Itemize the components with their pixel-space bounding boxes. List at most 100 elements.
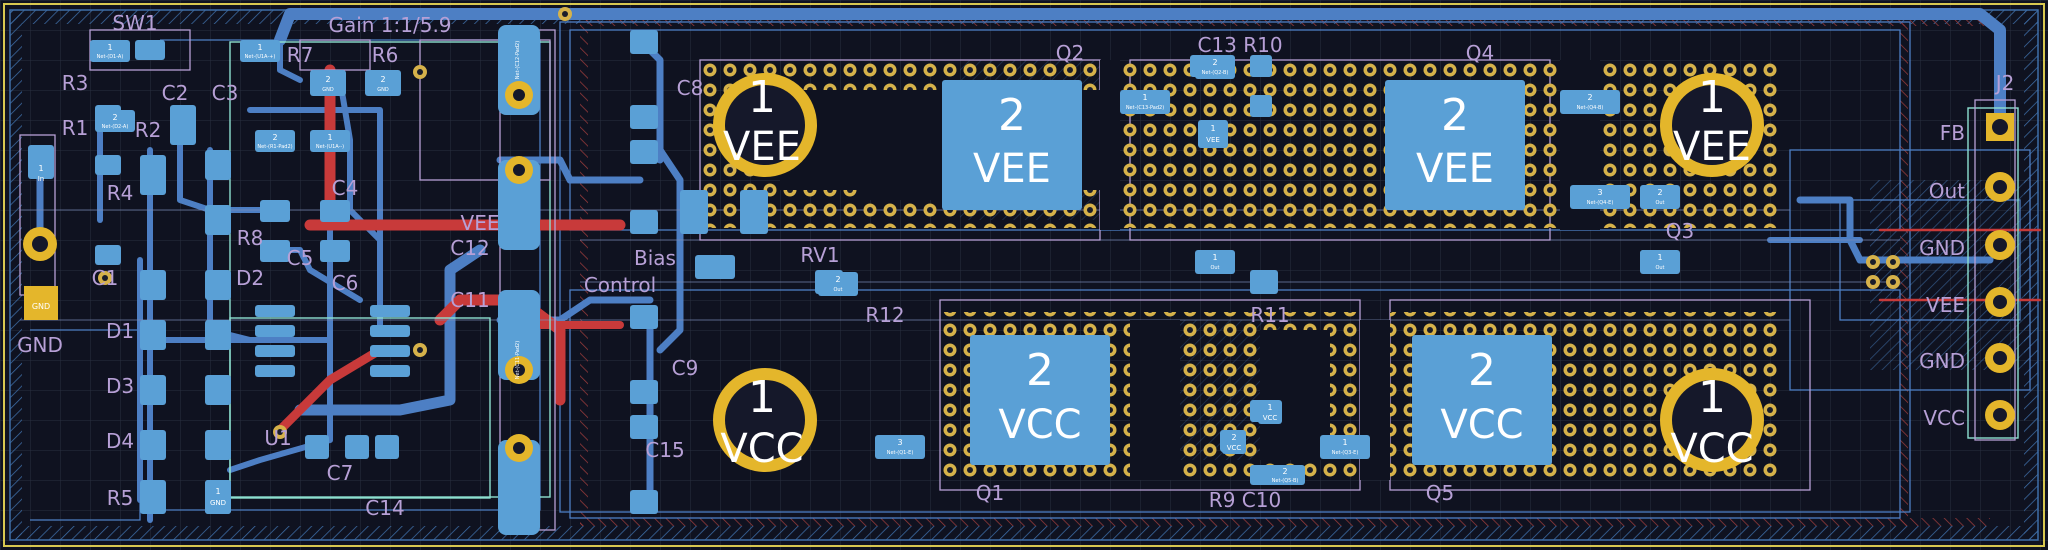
- pad-r6-gnd-net: GND: [377, 87, 389, 93]
- ref-c8: C8: [677, 76, 704, 100]
- pad-c13-vee-net: VEE: [1206, 136, 1220, 144]
- pad-q2-c-num: 2: [998, 90, 1026, 141]
- pad-d1-a-num: 1: [107, 43, 112, 52]
- pad-q3-e-num: 1: [1342, 438, 1347, 447]
- ref-d3: D3: [106, 374, 134, 398]
- j2-label-vcc: VCC: [1923, 406, 1965, 430]
- pad-r12-out-net: Out: [833, 287, 842, 293]
- pad-vee-q4-num: 1: [1698, 72, 1726, 123]
- pad-q1-e-num: 3: [897, 438, 902, 447]
- via-keepouts: [780, 60, 1600, 480]
- ref-d4: D4: [106, 429, 134, 453]
- ref-c15: C15: [645, 438, 684, 462]
- pad-r1-2-net: Net-(R1-Pad2): [257, 144, 292, 150]
- ref-d2: D2: [236, 266, 264, 290]
- pad-d1-a-net: Net-(D1-A): [97, 54, 124, 60]
- pad-q2-b-num: 2: [1212, 58, 1217, 67]
- tht-pads-column: [498, 25, 540, 535]
- zone-hatch-right: [2024, 10, 2038, 540]
- pad-q2-b-net: Net-(Q2-B): [1202, 70, 1229, 76]
- ref-r4: R4: [107, 181, 134, 205]
- ref-d1: D1: [106, 319, 134, 343]
- pad-r10-out-num: 1: [1212, 253, 1217, 262]
- pad-vee-q4-net: VEE: [1673, 124, 1751, 170]
- ref-q5: Q5: [1426, 481, 1454, 505]
- zone-hatch-red-left: [580, 18, 588, 526]
- pad-c10-vcc-net: VCC: [1263, 414, 1278, 422]
- j2-label-gnd1: GND: [1919, 236, 1965, 260]
- pad-vcc-q5-net: VCC: [1670, 426, 1753, 472]
- pad-q5-c-num: 2: [1468, 345, 1496, 396]
- zone-hatch-bottom: [10, 526, 2038, 540]
- pad-c11-net: Net-(C11-Pad2): [515, 341, 521, 379]
- ref-j2: J2: [1994, 71, 2015, 95]
- j2-label-fb: FB: [1940, 121, 1965, 145]
- pad-c13-vee-num: 1: [1210, 124, 1215, 133]
- pad-r5-gnd-net: GND: [210, 499, 226, 507]
- ref-r7: R7: [287, 43, 314, 67]
- pad-q1-e-net: Net-(Q1-E): [887, 450, 914, 456]
- big-pads: [942, 80, 1552, 465]
- stitching-vias: [98, 7, 1900, 439]
- pad-u1a-minus-net: Net-(U1A--): [316, 144, 344, 150]
- ref-q4: Q4: [1466, 41, 1494, 65]
- label-vee-trace: VEE: [461, 211, 500, 235]
- board-edge: [3, 3, 2045, 547]
- pad-vcc-q1-net: VCC: [720, 426, 803, 472]
- pad-r13-out-num: 2: [1657, 188, 1662, 197]
- ref-rv1: RV1: [800, 243, 839, 267]
- ref-r2: R2: [135, 118, 162, 142]
- j2-label-vee: VEE: [1926, 293, 1965, 317]
- connector-j2-labels: FB Out GND VEE GND VCC J2: [1919, 71, 2014, 430]
- ref-r1: R1: [62, 116, 89, 140]
- label-gain: Gain 1:1/5.9: [328, 13, 451, 37]
- pad-vcc-q1-num: 1: [748, 372, 776, 423]
- ref-r11: R11: [1250, 303, 1289, 327]
- ref-c6: C6: [332, 271, 359, 295]
- pad-q5-c-net: VCC: [1440, 402, 1523, 448]
- pad-q4-e-net: Net-(Q4-E): [1587, 200, 1614, 206]
- pad-q1-c-num: 2: [1026, 345, 1054, 396]
- ref-c13-r10: C13 R10: [1197, 33, 1282, 57]
- j2-label-out: Out: [1929, 179, 1965, 203]
- pad-r13b-out-num: 1: [1657, 253, 1662, 262]
- mount-holes: [713, 73, 1764, 472]
- pad-c13-2-net: Net-(C13-Pad2): [1126, 105, 1164, 111]
- ref-q1: Q1: [976, 481, 1004, 505]
- pad-q5-b-num: 2: [1282, 467, 1287, 476]
- pad-c10-vcc-num: 1: [1267, 403, 1272, 412]
- ref-r3: R3: [62, 71, 89, 95]
- zone-hatch-red-bottom: [580, 518, 1990, 526]
- ref-c3: C3: [212, 81, 239, 105]
- ref-c5: C5: [287, 246, 314, 270]
- pad-q2-c-net: VEE: [973, 146, 1051, 192]
- ref-r12: R12: [865, 303, 904, 327]
- pad-r10-out-net: Out: [1210, 265, 1219, 271]
- pad-d2-a-net: Net-(D2-A): [102, 124, 129, 130]
- pad-u1a-plus-net: Net-(U1A-+): [245, 54, 276, 60]
- label-gnd-input: GND: [17, 333, 63, 357]
- pad-r7-gnd-net: GND: [322, 87, 334, 93]
- pad-q5-b-net: Net-(Q5-B): [1272, 478, 1299, 484]
- ref-c1: C1: [92, 266, 119, 290]
- ref-c12: C12: [450, 236, 489, 260]
- zone-hatch-connector: [1870, 180, 2030, 370]
- pad-q4-b-num: 2: [1587, 93, 1592, 102]
- label-bias: Bias: [634, 246, 676, 270]
- ref-c4: C4: [332, 176, 359, 200]
- pad-d2-a-num: 2: [112, 113, 117, 122]
- pad-r12-out-num: 2: [835, 275, 840, 284]
- pad-q4-b-net: Net-(Q4-B): [1577, 105, 1604, 111]
- pad-r5-gnd-num: 1: [215, 487, 220, 496]
- pad-r1-2-num: 2: [272, 133, 277, 142]
- pad-r7-gnd-num: 2: [325, 75, 330, 84]
- pad-q4-c-net: VEE: [1416, 146, 1494, 192]
- pad-u1a-plus-num: 1: [257, 43, 262, 52]
- ref-r5: R5: [107, 486, 134, 510]
- ref-c9: C9: [672, 356, 699, 380]
- pad-q1-c-net: VCC: [998, 402, 1081, 448]
- pad-c10-2-net: VCC: [1227, 444, 1242, 452]
- zone-outlines: [30, 21, 2031, 521]
